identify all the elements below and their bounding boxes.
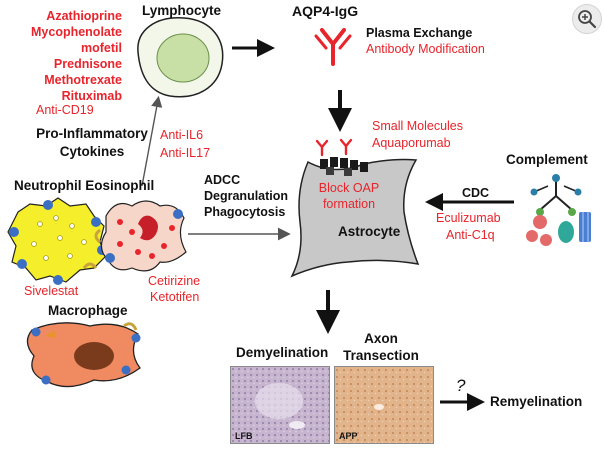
- plasma-exchange-label: Plasma Exchange: [366, 26, 473, 40]
- astrocyte-cell-icon: [290, 158, 420, 278]
- app-stain-image: [335, 367, 433, 443]
- anti-cd19-label: Anti-CD19: [36, 103, 94, 117]
- macrophage-title: Macrophage: [48, 303, 128, 318]
- drug-item: Prednisone: [53, 57, 122, 71]
- neutrophil-cell-icon: [7, 197, 107, 285]
- lfb-label: LFB: [235, 431, 253, 441]
- complement-title: Complement: [506, 152, 588, 167]
- anti-il6-label: Anti-IL6: [160, 128, 204, 142]
- cdc-label: CDC: [462, 186, 490, 200]
- drug-item: Methotrexate: [44, 73, 122, 87]
- ketotifen-label: Ketotifen: [150, 290, 200, 304]
- adcc-label: ADCC: [204, 173, 241, 187]
- drug-item: Azathioprine: [46, 9, 122, 23]
- drug-item: mofetil: [81, 41, 122, 55]
- aqp4-igg-title: AQP4-IgG: [292, 3, 359, 19]
- oap-formation-label: formation: [322, 197, 376, 211]
- remyelination-label: Remyelination: [490, 394, 583, 409]
- pro-inflammatory-label: Pro-Inflammatory: [36, 126, 148, 141]
- antibody-modification-label: Antibody Modification: [366, 42, 485, 56]
- antibody-icon: [314, 28, 352, 66]
- zoom-button[interactable]: [572, 4, 602, 34]
- lfb-stain-image: [231, 367, 329, 443]
- app-label: APP: [339, 431, 358, 441]
- question-mark: ?: [456, 376, 466, 395]
- anti-il17-label: Anti-IL17: [160, 146, 211, 160]
- degranulation-label: Degranulation: [204, 189, 289, 203]
- drug-item: Mycophenolate: [31, 25, 122, 39]
- cetirizine-label: Cetirizine: [148, 274, 201, 288]
- phagocytosis-label: Phagocytosis: [204, 205, 286, 219]
- transection-label: Transection: [343, 348, 419, 363]
- aqp4-channel-cluster-icon: [320, 157, 368, 176]
- aquaporumab-label: Aquaporumab: [372, 136, 451, 150]
- drug-item: Rituximab: [61, 89, 122, 103]
- axon-label: Axon: [364, 331, 398, 346]
- eosinophil-cell-icon: [94, 200, 187, 272]
- complement-cascade-icon: [526, 174, 591, 246]
- app-micrograph: APP: [334, 366, 434, 444]
- cytokines-label: Cytokines: [59, 144, 125, 159]
- anti-c1q-label: Anti-C1q: [446, 228, 495, 242]
- sivelestat-label: Sivelestat: [24, 284, 79, 298]
- eculizumab-label: Eculizumab: [436, 211, 501, 225]
- arrow-cytokines-to-lymphocyte: [141, 95, 163, 187]
- block-oap-label: Block OAP: [318, 181, 380, 195]
- lfb-micrograph: LFB: [230, 366, 330, 444]
- macrophage-cell-icon: [26, 322, 141, 388]
- bound-antibody-icon: [315, 138, 353, 157]
- demyelination-label: Demyelination: [236, 345, 329, 360]
- small-molecules-label: Small Molecules: [372, 119, 464, 133]
- lymphocyte-title: Lymphocyte: [142, 3, 222, 18]
- neutrophil-eosinophil-label: Neutrophil Eosinophil: [14, 178, 155, 193]
- astrocyte-label: Astrocyte: [338, 224, 401, 239]
- zoom-in-icon: [578, 10, 597, 29]
- lymphocyte-cell-icon: [137, 17, 224, 98]
